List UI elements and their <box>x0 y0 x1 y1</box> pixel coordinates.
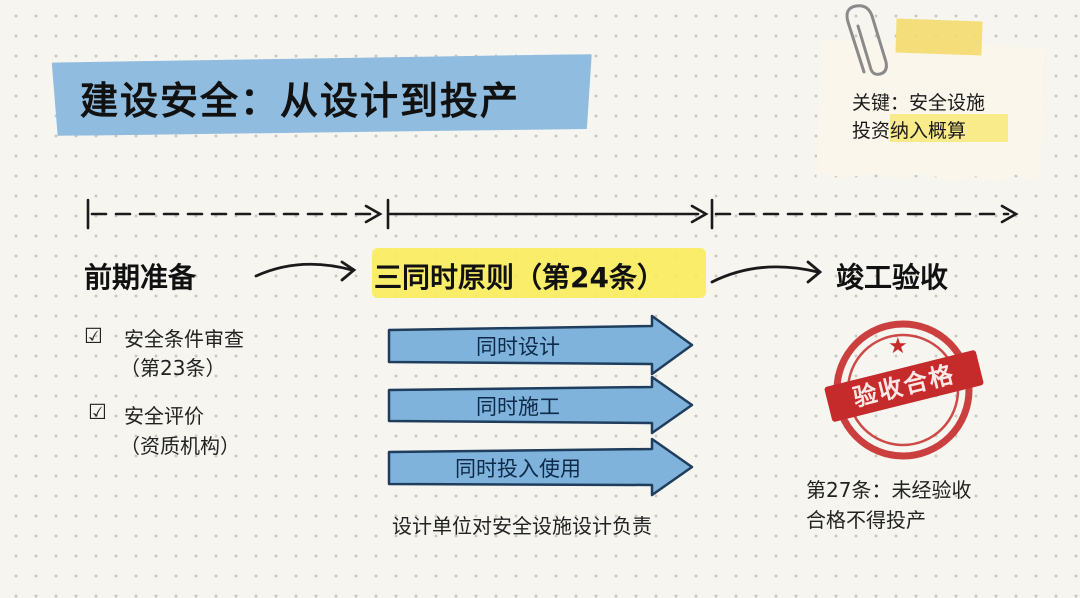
checkbox-icon: ☑ <box>88 400 107 424</box>
checklist-item-2-line1: 安全评价 <box>124 404 204 428</box>
design-responsibility-text: 设计单位对安全设施设计负责 <box>392 514 652 538</box>
completion-rule-line2: 合格不得投产 <box>806 508 926 532</box>
phase-highlight <box>372 248 706 298</box>
arrow-label-construction: 同时施工 <box>476 395 560 419</box>
checklist-item-1-line1: 安全条件审查 <box>124 327 244 351</box>
curved-arrow-2-head <box>806 260 823 284</box>
arrow-label-design: 同时设计 <box>476 335 560 359</box>
star-icon: ★ <box>888 334 908 359</box>
phase-pre-label: 前期准备 <box>84 261 197 294</box>
timeline-arrowhead-1 <box>364 204 383 224</box>
curved-arrow-1-head <box>340 260 357 282</box>
checklist-item-2-line2: （资质机构） <box>120 434 240 458</box>
curved-arrow-2 <box>710 265 820 284</box>
timeline-arrowhead-3 <box>1000 204 1019 224</box>
block-arrow-3 <box>387 437 694 497</box>
timeline-arrowhead-2 <box>690 204 709 224</box>
note-line-1: 关键：安全设施 <box>852 92 986 114</box>
curved-arrow-1 <box>254 262 354 278</box>
block-arrow-1 <box>387 314 694 376</box>
paperclip-icon <box>845 4 888 76</box>
completion-rule-line1: 第27条：未经验收 <box>806 478 972 502</box>
checklist-item-1-line2: （第23条） <box>120 356 226 380</box>
checkbox-icon: ☑ <box>84 324 103 348</box>
phase-completion-label: 竣工验收 <box>836 261 949 294</box>
note-highlight <box>890 114 1008 142</box>
phase-middle-label: 三同时原则（第24条） <box>374 261 665 294</box>
page-title: 建设安全：从设计到投产 <box>80 79 521 123</box>
note-line-2: 投资纳入概算 <box>852 120 967 142</box>
timeline <box>86 198 1019 230</box>
block-arrow-2 <box>387 375 694 435</box>
arrow-label-operation: 同时投入使用 <box>455 457 581 481</box>
